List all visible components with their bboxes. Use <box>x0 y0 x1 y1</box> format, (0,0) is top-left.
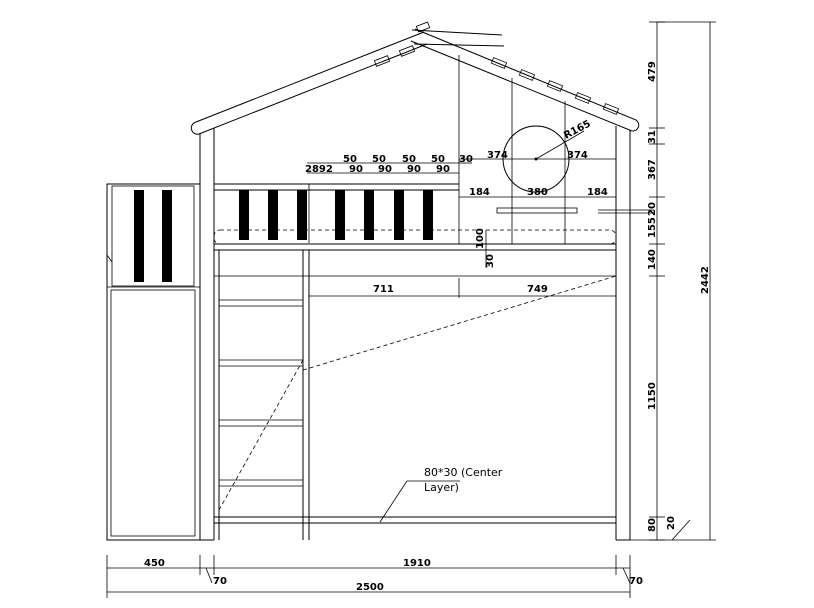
dim-367: 367 <box>647 159 658 180</box>
slide-section <box>106 183 201 541</box>
dim-50: 50 <box>372 154 386 165</box>
dim-749: 749 <box>527 284 548 295</box>
dim-374-left: 374 <box>487 150 508 161</box>
dim-374-right: 374 <box>567 150 588 161</box>
guard-rail <box>214 183 459 243</box>
dim-2892: 2892 <box>305 164 333 175</box>
center-layer-note-line2: Layer) <box>424 481 459 494</box>
posts <box>199 55 631 541</box>
span-dimensions: 711 749 <box>373 278 548 298</box>
center-layer-note: 80*30 (Center Layer) <box>424 466 503 494</box>
ladder <box>218 250 617 540</box>
dim-50: 50 <box>343 154 357 165</box>
dim-70-left: 70 <box>213 576 227 587</box>
bottom-rail <box>214 480 616 524</box>
dim-r165: R165 <box>562 119 592 142</box>
dim-90: 90 <box>407 164 421 175</box>
dim-80: 80 <box>647 518 658 532</box>
dim-90: 90 <box>378 164 392 175</box>
dim-2442: 2442 <box>700 266 711 294</box>
dim-2500: 2500 <box>356 582 384 593</box>
dim-479: 479 <box>647 61 658 82</box>
dim-50: 50 <box>431 154 445 165</box>
dim-100: 100 <box>475 228 486 249</box>
dim-450: 450 <box>144 558 165 569</box>
dim-711: 711 <box>373 284 394 295</box>
dim-90: 90 <box>436 164 450 175</box>
dim-184-right: 184 <box>587 187 608 198</box>
roof <box>190 21 640 135</box>
dim-50: 50 <box>402 154 416 165</box>
center-layer-note-line1: 80*30 (Center <box>424 466 503 479</box>
dim-30-rail: 30 <box>485 254 496 268</box>
dim-20-top: 20 <box>647 202 658 216</box>
dim-1910: 1910 <box>403 558 431 569</box>
bottom-dimensions: 450 1910 70 70 2500 <box>106 555 643 598</box>
dim-31: 31 <box>647 130 658 144</box>
window-dimensions: 374 374 R165 184 380 184 100 30 <box>459 119 616 268</box>
dim-184-left: 184 <box>469 187 490 198</box>
dim-380: 380 <box>527 187 548 198</box>
dim-70-right: 70 <box>629 576 643 587</box>
dim-30-top: 30 <box>459 154 473 165</box>
dim-1150: 1150 <box>647 382 658 410</box>
right-dimensions: 479 31 367 20 155 140 1150 80 20 2442 <box>630 21 716 541</box>
dim-90: 90 <box>349 164 363 175</box>
dim-155: 155 <box>647 217 658 238</box>
upper-bunk <box>213 229 617 297</box>
dim-20-bottom: 20 <box>666 516 677 530</box>
dim-140: 140 <box>647 249 658 270</box>
top-dimension-row: 2892 50 50 50 50 90 90 90 90 30 <box>305 154 473 175</box>
